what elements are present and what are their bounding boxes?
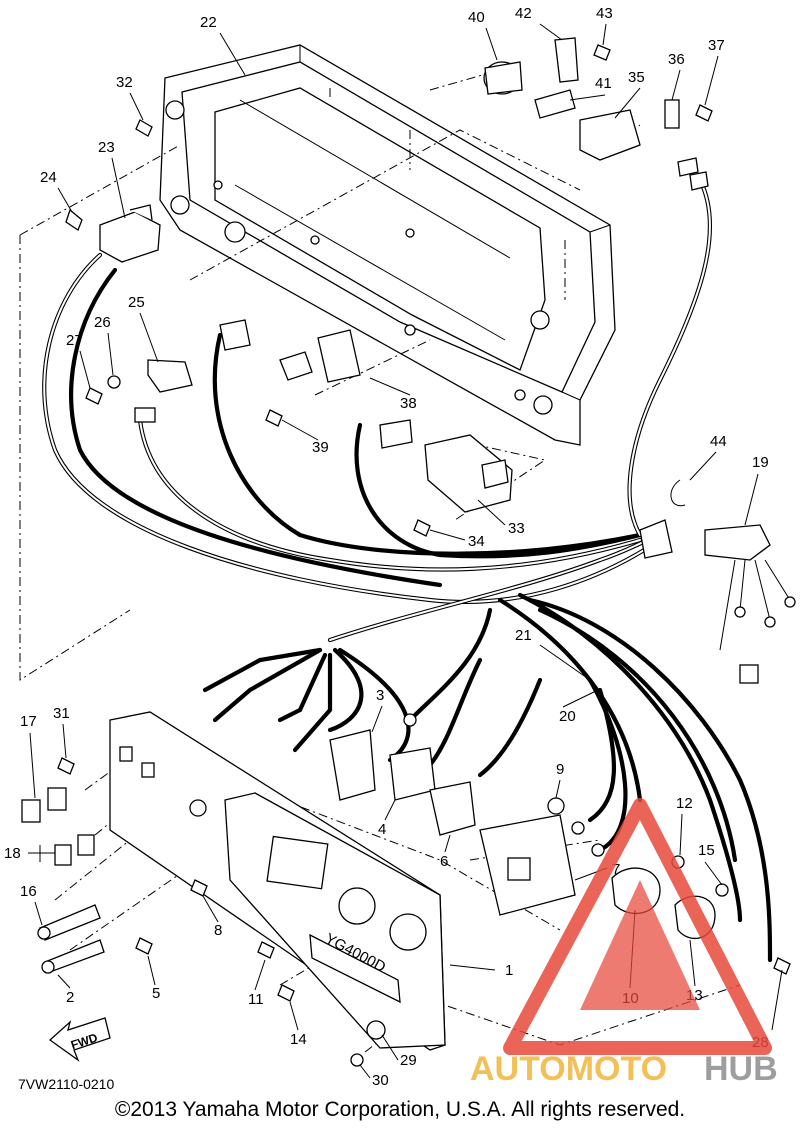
callout-3: 3 [376,687,384,704]
callout-14: 14 [290,1031,307,1048]
callout-39: 39 [312,439,329,456]
callout-37: 37 [708,37,725,54]
callout-5: 5 [152,985,160,1002]
watermark-logo: AUTOMOTO HUB [470,798,778,1088]
callout-36: 36 [668,51,685,68]
wiring-harness [42,177,773,963]
callout-12: 12 [676,795,693,812]
callout-34: 34 [468,533,485,550]
callout-6: 6 [440,853,448,870]
callout-31: 31 [53,705,70,722]
callout-19: 19 [752,454,769,471]
callout-4: 4 [378,821,386,838]
fwd-direction-arrow: FWD [48,1017,111,1062]
callout-15: 15 [698,842,715,859]
callout-23: 23 [98,139,115,156]
callout-30: 30 [372,1072,389,1089]
callout-38: 38 [400,395,417,412]
callout-17: 17 [20,713,37,730]
callout-25: 25 [128,294,145,311]
callout-9: 9 [556,761,564,778]
wire-lead-assembly [639,479,796,684]
callout-33: 33 [508,520,525,537]
callout-1: 1 [505,962,513,979]
callout-43: 43 [596,5,613,22]
callout-16: 16 [20,883,37,900]
drawing-code: 7VW2110-0210 [18,1076,115,1092]
callout-41: 41 [595,75,612,92]
watermark-text-auto: AUTOMOTO [470,1050,667,1088]
callout-24: 24 [40,169,57,186]
watermark-text-hub: HUB [704,1050,778,1088]
callout-8: 8 [214,922,222,939]
upper-left-parts [65,119,361,427]
left-parts [21,757,386,1067]
control-box-housing [159,44,616,446]
callout-29: 29 [400,1052,417,1069]
callout-26: 26 [94,314,111,331]
callout-27: 27 [66,332,83,349]
copyright-notice: ©2013 Yamaha Motor Corporation, U.S.A. A… [114,1098,686,1121]
callout-35: 35 [628,69,645,86]
callout-44: 44 [710,433,727,450]
callout-7: 7 [612,861,620,878]
callout-32: 32 [116,74,133,91]
callout-22: 22 [200,14,217,31]
callout-2: 2 [66,989,74,1006]
watermark-triangle-icon [503,798,772,1055]
control-panel [109,711,446,1051]
upper-right-parts [483,37,713,191]
callout-18: 18 [4,845,21,862]
callout-21: 21 [515,627,532,644]
callout-11: 11 [248,991,264,1008]
callout-40: 40 [468,9,485,26]
callout-42: 42 [515,5,532,22]
callout-20: 20 [559,708,576,725]
